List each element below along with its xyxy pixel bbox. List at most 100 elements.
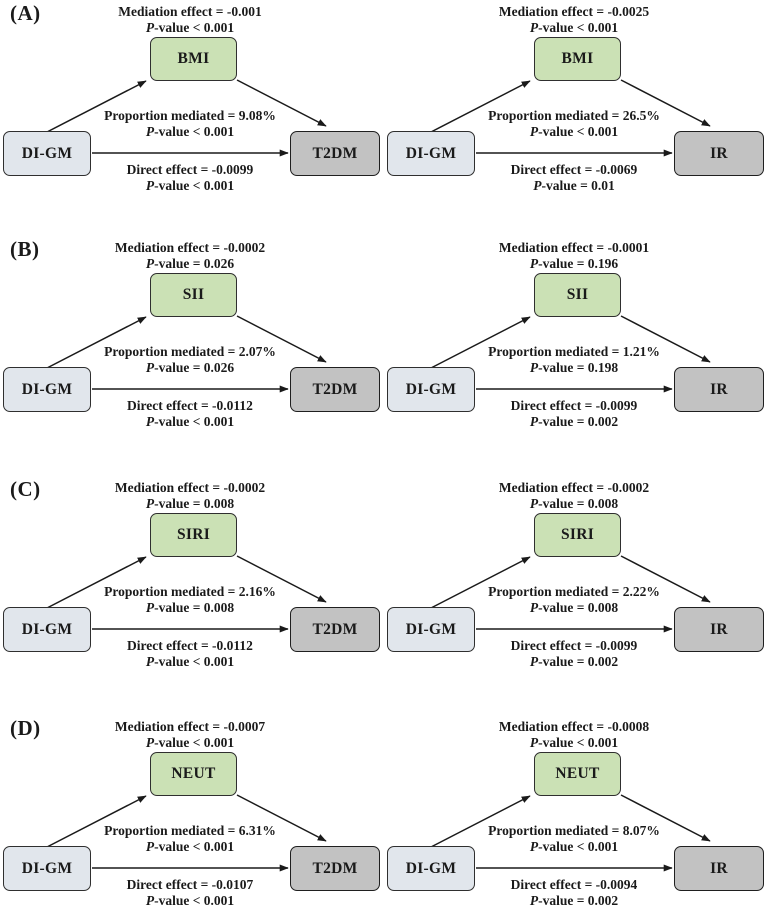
arrow-exposure-to-mediator — [46, 556, 147, 609]
arrow-exposure-to-mediator — [430, 80, 531, 133]
direct-effect-annotation: Direct effect = -0.0069 P-value = 0.01 — [434, 162, 714, 193]
mediation-pvalue-text: P-value < 0.001 — [145, 734, 235, 750]
mediation-pvalue-text: P-value = 0.196 — [529, 255, 619, 271]
mediation-diagram: Mediation effect = -0.0002 P-value = 0.0… — [0, 480, 383, 676]
proportion-mediated-text: Proportion mediated = 9.08% — [104, 108, 276, 123]
panel-label: (C) — [10, 477, 41, 501]
outcome-label: T2DM — [312, 144, 358, 162]
proportion-mediated-annotation: Proportion mediated = 6.31% P-value < 0.… — [50, 823, 330, 854]
mediation-effect-annotation: Mediation effect = -0.0025 P-value < 0.0… — [434, 4, 714, 35]
direct-effect-annotation: Direct effect = -0.0112 P-value < 0.001 — [50, 638, 330, 669]
exposure-box: DI-GM — [387, 607, 475, 652]
exposure-box: DI-GM — [3, 846, 91, 891]
outcome-box: T2DM — [290, 607, 380, 652]
mediation-diagram: Mediation effect = -0.0025 P-value < 0.0… — [384, 4, 767, 200]
arrow-exposure-to-mediator — [46, 80, 147, 133]
arrows-canvas — [46, 315, 327, 393]
proportion-pvalue-text: P-value = 0.008 — [145, 599, 235, 615]
proportion-pvalue-text: P-value = 0.026 — [145, 359, 235, 375]
arrow-exposure-to-mediator — [430, 316, 531, 369]
mediation-effect-text: Mediation effect = -0.0025 — [498, 4, 650, 19]
proportion-mediated-annotation: Proportion mediated = 1.21% P-value = 0.… — [434, 344, 714, 375]
proportion-mediated-annotation: Proportion mediated = 8.07% P-value < 0.… — [434, 823, 714, 854]
direct-effect-text: Direct effect = -0.0112 — [127, 638, 253, 653]
direct-effect-text: Direct effect = -0.0094 — [510, 877, 638, 892]
mediation-effect-annotation: Mediation effect = -0.001 P-value < 0.00… — [50, 4, 330, 35]
proportion-mediated-annotation: Proportion mediated = 2.22% P-value = 0.… — [434, 584, 714, 615]
arrows-canvas — [430, 315, 711, 393]
proportion-mediated-text: Proportion mediated = 2.07% — [104, 344, 276, 359]
outcome-label: IR — [710, 144, 728, 162]
exposure-label: DI-GM — [21, 144, 73, 162]
mediator-label: SII — [182, 286, 205, 303]
mediator-box: NEUT — [150, 752, 237, 796]
mediator-box: BMI — [150, 37, 237, 81]
outcome-label: T2DM — [312, 859, 358, 877]
mediation-effect-annotation: Mediation effect = -0.0002 P-value = 0.0… — [50, 240, 330, 271]
proportion-mediated-annotation: Proportion mediated = 26.5% P-value < 0.… — [434, 108, 714, 139]
direct-pvalue-text: P-value = 0.01 — [533, 177, 615, 193]
proportion-mediated-annotation: Proportion mediated = 9.08% P-value < 0.… — [50, 108, 330, 139]
mediator-label: NEUT — [171, 765, 216, 782]
proportion-mediated-text: Proportion mediated = 1.21% — [488, 344, 660, 359]
mediator-box: SIRI — [534, 513, 621, 557]
direct-pvalue-text: P-value < 0.001 — [145, 653, 235, 669]
direct-effect-text: Direct effect = -0.0069 — [510, 162, 638, 177]
arrow-mediator-to-outcome — [236, 794, 327, 842]
exposure-label: DI-GM — [21, 620, 73, 638]
outcome-box: T2DM — [290, 131, 380, 176]
exposure-label: DI-GM — [405, 859, 457, 877]
exposure-box: DI-GM — [3, 367, 91, 412]
proportion-mediated-text: Proportion mediated = 6.31% — [104, 823, 276, 838]
mediation-effect-annotation: Mediation effect = -0.0008 P-value < 0.0… — [434, 719, 714, 750]
direct-effect-annotation: Direct effect = -0.0112 P-value < 0.001 — [50, 398, 330, 429]
mediator-label: BMI — [177, 50, 210, 67]
arrow-exposure-to-mediator — [46, 316, 147, 369]
mediation-effect-annotation: Mediation effect = -0.0007 P-value < 0.0… — [50, 719, 330, 750]
exposure-box: DI-GM — [387, 367, 475, 412]
outcome-label: IR — [710, 859, 728, 877]
outcome-box: IR — [674, 367, 764, 412]
proportion-pvalue-text: P-value < 0.001 — [145, 838, 235, 854]
proportion-mediated-text: Proportion mediated = 2.22% — [488, 584, 660, 599]
outcome-label: T2DM — [312, 620, 358, 638]
panel-label: (A) — [10, 1, 41, 25]
arrow-mediator-to-outcome — [620, 315, 711, 363]
exposure-label: DI-GM — [405, 380, 457, 398]
arrow-mediator-to-outcome — [620, 555, 711, 603]
mediation-pvalue-text: P-value < 0.001 — [529, 734, 619, 750]
direct-pvalue-text: P-value = 0.002 — [529, 413, 619, 429]
direct-pvalue-text: P-value < 0.001 — [145, 413, 235, 429]
direct-pvalue-text: P-value < 0.001 — [145, 892, 235, 908]
direct-effect-annotation: Direct effect = -0.0107 P-value < 0.001 — [50, 877, 330, 908]
direct-effect-annotation: Direct effect = -0.0099 P-value = 0.002 — [434, 638, 714, 669]
exposure-box: DI-GM — [387, 846, 475, 891]
mediator-box: SIRI — [150, 513, 237, 557]
arrows-canvas — [46, 794, 327, 872]
direct-effect-text: Direct effect = -0.0099 — [510, 398, 638, 413]
proportion-pvalue-text: P-value = 0.198 — [529, 359, 619, 375]
mediation-effect-text: Mediation effect = -0.0002 — [114, 240, 266, 255]
proportion-pvalue-text: P-value < 0.001 — [529, 123, 619, 139]
direct-pvalue-text: P-value = 0.002 — [529, 892, 619, 908]
arrows-canvas — [46, 555, 327, 633]
arrow-exposure-to-mediator — [430, 795, 531, 848]
direct-pvalue-text: P-value < 0.001 — [145, 177, 235, 193]
proportion-mediated-text: Proportion mediated = 26.5% — [488, 108, 660, 123]
mediation-effect-annotation: Mediation effect = -0.0002 P-value = 0.0… — [434, 480, 714, 511]
exposure-box: DI-GM — [387, 131, 475, 176]
direct-effect-text: Direct effect = -0.0112 — [127, 398, 253, 413]
mediation-diagram: Mediation effect = -0.001 P-value < 0.00… — [0, 4, 383, 200]
arrow-mediator-to-outcome — [236, 315, 327, 363]
mediator-box: BMI — [534, 37, 621, 81]
arrow-mediator-to-outcome — [620, 794, 711, 842]
mediator-label: SIRI — [560, 526, 595, 543]
direct-effect-annotation: Direct effect = -0.0099 P-value = 0.002 — [434, 398, 714, 429]
mediation-pvalue-text: P-value = 0.008 — [529, 495, 619, 511]
mediation-pvalue-text: P-value < 0.001 — [529, 19, 619, 35]
mediator-box: NEUT — [534, 752, 621, 796]
mediator-label: NEUT — [555, 765, 600, 782]
arrows-canvas — [430, 555, 711, 633]
direct-effect-text: Direct effect = -0.0099 — [126, 162, 254, 177]
mediation-diagram: Mediation effect = -0.0007 P-value < 0.0… — [0, 719, 383, 910]
